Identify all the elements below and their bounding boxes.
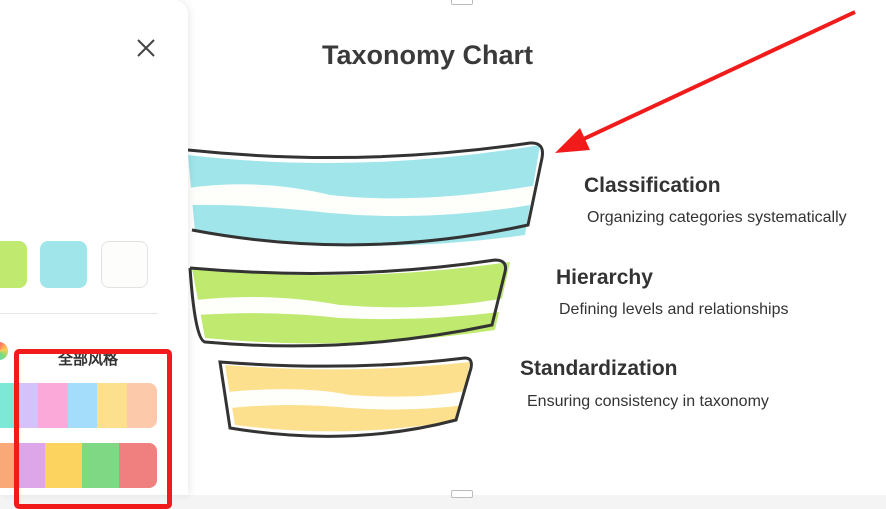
funnel-level-3[interactable] bbox=[218, 356, 473, 438]
funnel-graphic bbox=[187, 10, 856, 438]
funnel-level-2[interactable] bbox=[188, 258, 510, 348]
palette-color bbox=[15, 443, 45, 488]
level-desc-classification[interactable]: Organizing categories systematically bbox=[587, 209, 847, 226]
divider bbox=[0, 313, 158, 314]
red-highlight-box bbox=[14, 349, 172, 509]
style-panel: 全部风格 bbox=[0, 0, 188, 509]
palette-color bbox=[127, 383, 157, 428]
level-label-hierarchy[interactable]: Hierarchy bbox=[556, 266, 653, 289]
close-icon[interactable] bbox=[134, 36, 158, 60]
chart-title[interactable]: Taxonomy Chart bbox=[322, 40, 534, 70]
color-swatch-green[interactable] bbox=[0, 241, 27, 288]
level-label-classification[interactable]: Classification bbox=[584, 174, 721, 197]
level-label-standardization[interactable]: Standardization bbox=[520, 357, 678, 380]
palette-color bbox=[68, 383, 97, 428]
palette-color bbox=[45, 443, 82, 488]
funnel-level-1[interactable] bbox=[187, 141, 544, 247]
palette-color bbox=[119, 443, 157, 488]
red-arrow-annotation bbox=[555, 10, 856, 153]
palette-option-1[interactable] bbox=[0, 383, 157, 428]
palette-color bbox=[0, 383, 15, 428]
palette-color bbox=[0, 443, 15, 488]
color-swatch-cyan[interactable] bbox=[40, 241, 87, 288]
palette-color bbox=[82, 443, 119, 488]
palette-color bbox=[15, 383, 38, 428]
canvas: Taxonomy Chart Classification Organizing… bbox=[0, 0, 886, 498]
top-resize-handle[interactable] bbox=[451, 0, 473, 5]
color-wheel-icon bbox=[0, 342, 8, 360]
level-desc-standardization[interactable]: Ensuring consistency in taxonomy bbox=[527, 393, 769, 410]
palette-color bbox=[38, 383, 68, 428]
palette-option-2[interactable] bbox=[0, 443, 157, 488]
level-desc-hierarchy[interactable]: Defining levels and relationships bbox=[559, 301, 789, 318]
palette-color bbox=[97, 383, 127, 428]
style-section-title: 全部风格 bbox=[58, 351, 119, 368]
color-swatch-white[interactable] bbox=[101, 241, 148, 288]
